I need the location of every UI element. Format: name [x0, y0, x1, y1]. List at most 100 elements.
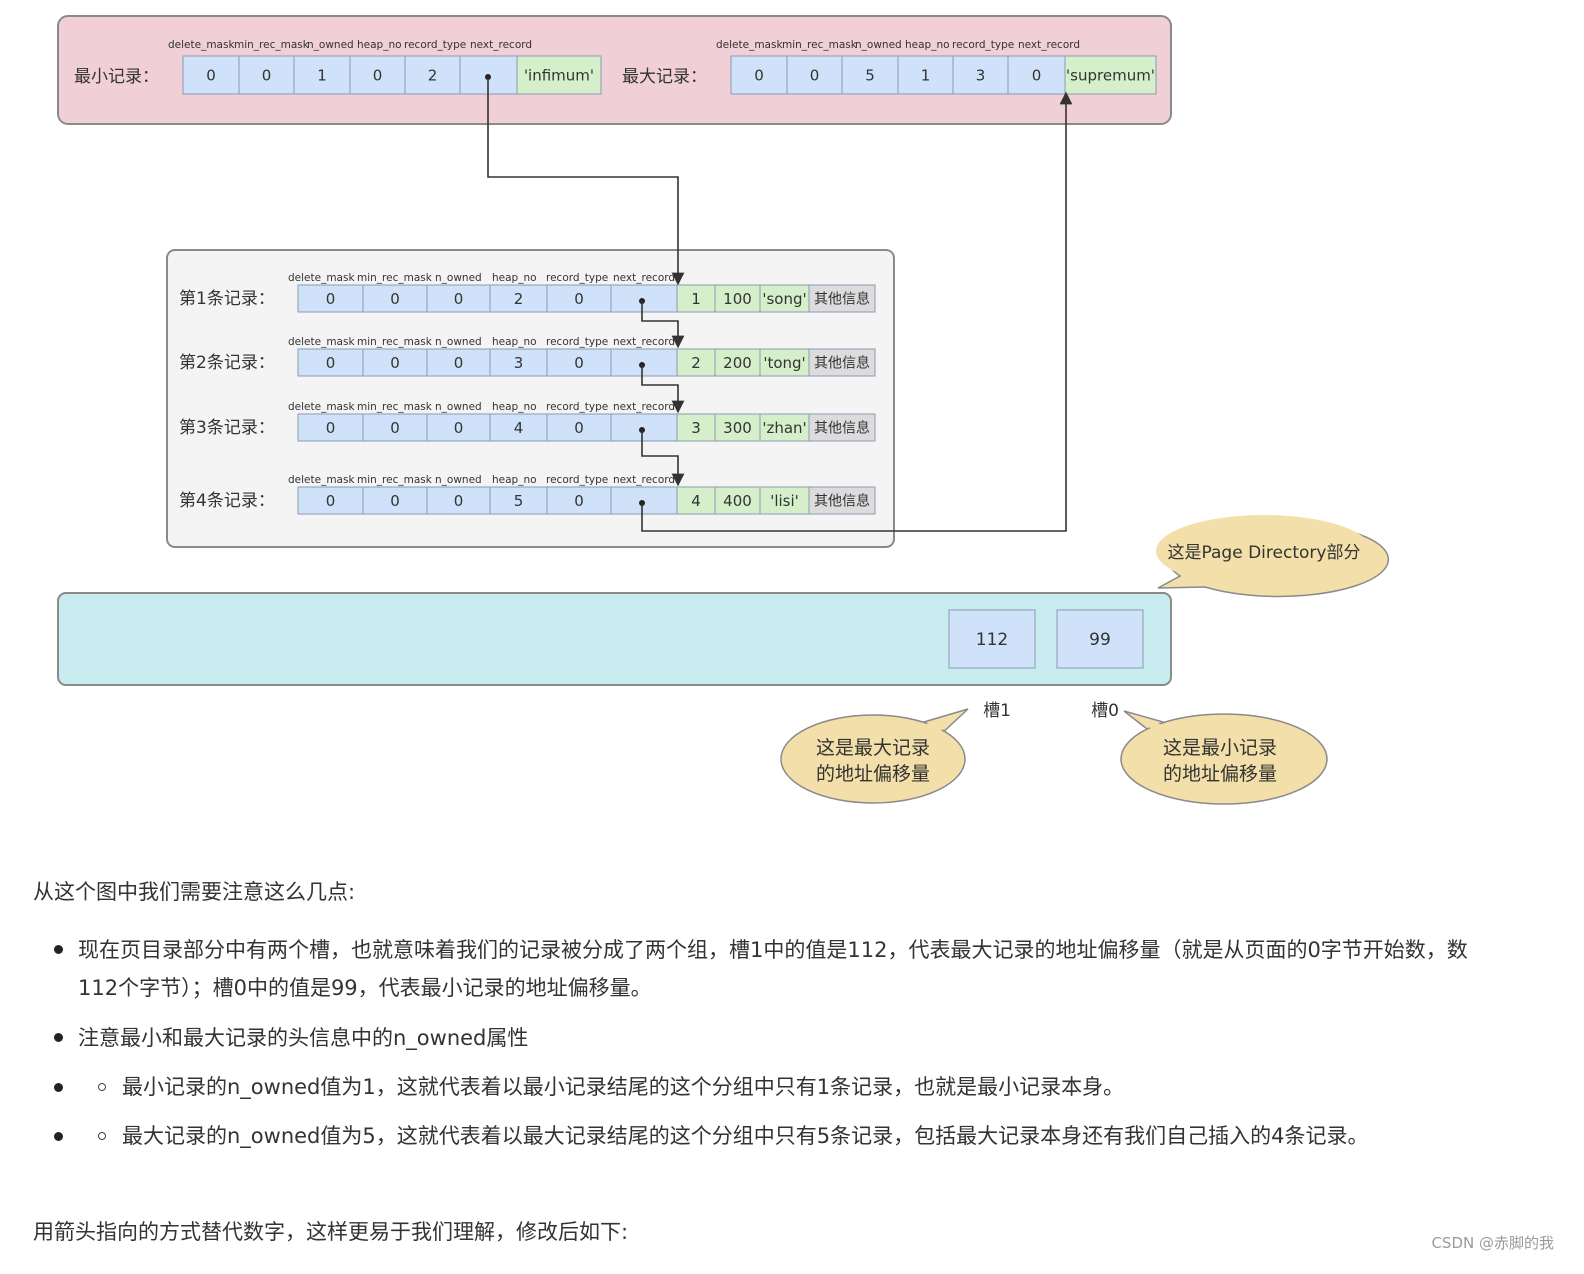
supremum-next_record-cell [1007, 55, 1066, 95]
record-field-label-heap_no: heap_no [492, 272, 537, 284]
record-4-id-text: 4 [691, 492, 701, 510]
list-item-slots: 现在页目录部分中有两个槽，也就意味着我们的记录被分成了两个组，槽1中的值是112… [78, 938, 1468, 1000]
record-3-heap_no-text: 4 [514, 419, 524, 437]
record-3-num-text: 300 [723, 419, 752, 437]
field-label-min_rec_mask: min_rec_mask [782, 39, 858, 51]
record-1-num-text: 100 [723, 290, 752, 308]
supremum-next_record-text: 0 [1032, 66, 1042, 84]
record-3-min_rec_mask-text: 0 [390, 419, 400, 437]
record-1-other-text: 其他信息 [814, 291, 870, 308]
record-field-label-n_owned: n_owned [435, 474, 482, 486]
list-item-n-owned: 注意最小和最大记录的头信息中的n_owned属性 [78, 1026, 529, 1050]
record-field-label-next_record: next_record [613, 336, 675, 348]
supremum-min_rec_mask-text: 0 [810, 66, 820, 84]
record-1-min_rec_mask-text: 0 [390, 290, 400, 308]
supremum-record_type-text: 3 [976, 66, 986, 84]
record-field-label-delete_mask: delete_mask [288, 401, 355, 413]
record-4-min_rec_mask-cell [362, 486, 428, 515]
record-4-delete_mask-cell [297, 486, 364, 515]
record-1-delete_mask-cell [297, 284, 364, 313]
supremum-min_rec_mask-cell [786, 55, 843, 95]
min-bubble-shape [1120, 713, 1328, 805]
record-2-label: 第2条记录： [179, 353, 275, 373]
record-4-heap_no-cell [489, 486, 548, 515]
max-bubble-shape [780, 714, 966, 804]
infimum-next-arrow [487, 77, 685, 286]
record-4-id-cell [676, 486, 716, 515]
infimum-supremum-box [57, 15, 1172, 125]
record-1-min_rec_mask-cell [362, 284, 428, 313]
bullet-dot [54, 1083, 63, 1092]
field-label-record_type: record_type [404, 39, 466, 51]
record-3-label: 第3条记录： [179, 418, 275, 438]
record-4-n_owned-text: 0 [454, 492, 464, 510]
slot-1-cell [948, 609, 1036, 669]
infimum-delete_mask-text: 0 [206, 66, 216, 84]
record-field-label-n_owned: n_owned [435, 401, 482, 413]
record-1-num-cell [714, 284, 761, 313]
field-label-heap_no: heap_no [905, 39, 950, 51]
max-bubble-line2: 的地址偏移量 [816, 763, 930, 785]
record-1-heap_no-text: 2 [514, 290, 524, 308]
record-4-min_rec_mask-text: 0 [390, 492, 400, 510]
record-2-other-text: 其他信息 [814, 355, 870, 372]
user-records-box [166, 249, 895, 548]
record-1-other-cell [808, 284, 876, 313]
supremum-label: 最大记录： [622, 67, 707, 87]
record-3-record_type-text: 0 [574, 419, 584, 437]
infimum-heap_no-text: 0 [373, 66, 383, 84]
record-field-label-next_record: next_record [613, 401, 675, 413]
record-4-record_type-text: 0 [574, 492, 584, 510]
record-2-record_type-cell [546, 348, 612, 377]
record-field-label-delete_mask: delete_mask [288, 272, 355, 284]
record-1-heap_no-cell [489, 284, 548, 313]
record-4-record_type-cell [546, 486, 612, 515]
record-4-delete_mask-text: 0 [326, 492, 336, 510]
record-field-label-record_type: record_type [546, 474, 608, 486]
record-1-label: 第1条记录： [179, 289, 275, 309]
infimum-name-cell [516, 55, 602, 95]
record-field-label-min_rec_mask: min_rec_mask [357, 272, 433, 284]
field-label-next_record: next_record [1018, 39, 1080, 51]
record-2-delete_mask-text: 0 [326, 354, 336, 372]
record-3-heap_no-cell [489, 413, 548, 442]
record-2-n_owned-text: 0 [454, 354, 464, 372]
record-2-other-cell [808, 348, 876, 377]
intro-paragraph: 从这个图中我们需要注意这么几点: [33, 880, 356, 904]
record-field-label-record_type: record_type [546, 336, 608, 348]
record-2-name-text: 'tong' [763, 354, 805, 372]
record-2-next-record-cell [610, 348, 678, 377]
record-4-num-text: 400 [723, 492, 752, 510]
field-label-n_owned: n_owned [307, 39, 354, 51]
record-1-record_type-cell [546, 284, 612, 313]
record-2-id-cell [676, 348, 716, 377]
record-2-id-text: 2 [691, 354, 701, 372]
record-3-other-text: 其他信息 [814, 420, 870, 437]
record-3-delete_mask-cell [297, 413, 364, 442]
sub-bullet-circle [98, 1132, 106, 1140]
record3-next-arrow [641, 430, 685, 487]
infimum-n_owned-cell [293, 55, 351, 95]
supremum-delete_mask-text: 0 [754, 66, 764, 84]
record-field-label-next_record: next_record [613, 272, 675, 284]
csdn-watermark: CSDN @赤脚的我 [1431, 1234, 1554, 1252]
outro-paragraph: 用箭头指向的方式替代数字，这样更易于我们理解，修改后如下: [33, 1220, 629, 1244]
supremum-n_owned-cell [841, 55, 899, 95]
record-field-label-next_record: next_record [613, 474, 675, 486]
record-field-label-n_owned: n_owned [435, 272, 482, 284]
record-4-n_owned-cell [426, 486, 491, 515]
record-field-label-min_rec_mask: min_rec_mask [357, 336, 433, 348]
bullet-dot [54, 1132, 63, 1141]
infimum-min_rec_mask-text: 0 [262, 66, 272, 84]
supremum-name-text: 'supremum' [1066, 66, 1155, 84]
record-1-record_type-text: 0 [574, 290, 584, 308]
field-label-heap_no: heap_no [357, 39, 402, 51]
record-3-n_owned-cell [426, 413, 491, 442]
field-label-delete_mask: delete_mask [716, 39, 783, 51]
record2-next-arrow [641, 365, 685, 414]
record-field-label-heap_no: heap_no [492, 401, 537, 413]
record-field-label-delete_mask: delete_mask [288, 336, 355, 348]
supremum-heap_no-cell [897, 55, 954, 95]
